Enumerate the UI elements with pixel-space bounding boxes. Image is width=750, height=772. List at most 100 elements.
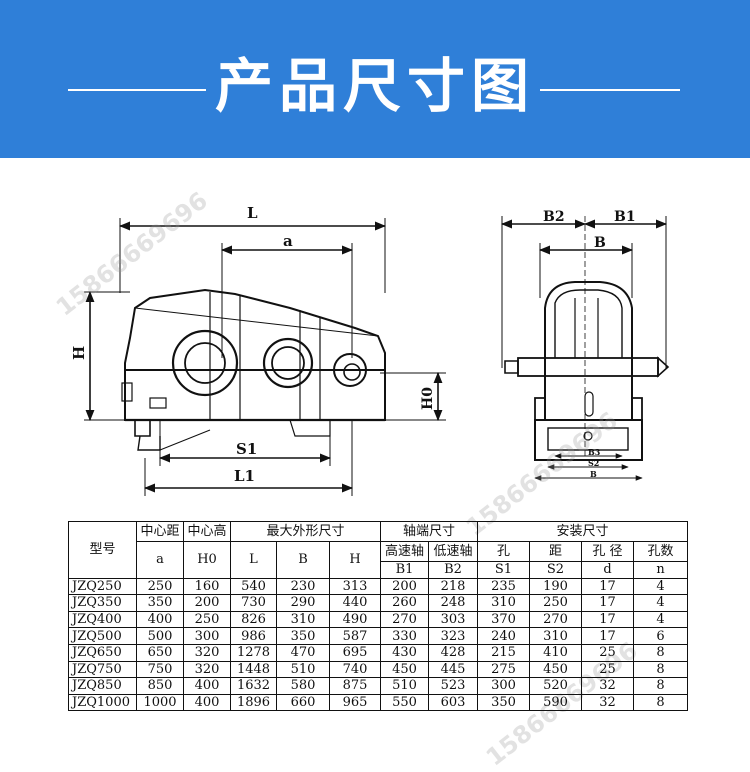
value-cell: 190 [529, 577, 582, 596]
value-cell: 160 [183, 577, 231, 596]
sym-d: d [581, 561, 634, 579]
sym-n: n [633, 561, 688, 579]
value-cell: 603 [428, 693, 478, 712]
value-cell: 330 [380, 627, 429, 645]
value-cell: 218 [428, 577, 478, 596]
header-center-distance: 中心距 [136, 521, 184, 542]
sym-a: a [136, 541, 184, 579]
value-cell: 650 [136, 643, 184, 662]
output-bearing-cap [171, 329, 239, 397]
value-cell: 510 [380, 677, 429, 695]
value-cell: 450 [380, 660, 429, 679]
value-cell: 250 [529, 594, 582, 612]
sym-H: H [329, 541, 381, 579]
value-cell: 25 [581, 643, 634, 662]
value-cell: 6 [633, 627, 688, 645]
value-cell: 17 [581, 610, 634, 629]
value-cell: 200 [183, 594, 231, 612]
value-cell: 270 [380, 610, 429, 629]
side-view [500, 216, 670, 481]
value-cell: 32 [581, 677, 634, 695]
side-view-labels: B2 B1 B B3 S2 B [543, 209, 636, 479]
value-cell: 370 [477, 610, 530, 629]
value-cell: 310 [276, 610, 330, 629]
value-cell: 248 [428, 594, 478, 612]
value-cell: 400 [136, 610, 184, 629]
value-cell: 300 [183, 627, 231, 645]
value-cell: 850 [136, 677, 184, 695]
header-high-speed: 高速轴 [380, 541, 429, 562]
label-S1: S1 [236, 440, 257, 458]
value-cell: 303 [428, 610, 478, 629]
value-cell: 1278 [230, 643, 277, 662]
model-cell: JZQ350 [68, 594, 137, 612]
label-B: B [594, 235, 606, 251]
value-cell: 350 [276, 627, 330, 645]
header-hole-count: 孔数 [633, 541, 688, 562]
label-L: L [247, 204, 258, 222]
value-cell: 350 [136, 594, 184, 612]
label-B-small: B [590, 469, 597, 479]
header-hole-dia: 孔 径 [581, 541, 634, 562]
value-cell: 25 [581, 660, 634, 679]
housing-outline [124, 288, 386, 421]
front-view-labels: L a H H0 S1 L1 [70, 204, 436, 485]
value-cell: 540 [230, 577, 277, 596]
sym-S2: S2 [529, 561, 582, 579]
front-view [84, 218, 446, 496]
middle-bearing-cap [262, 337, 314, 389]
value-cell: 1448 [230, 660, 277, 679]
value-cell: 32 [581, 693, 634, 712]
value-cell: 4 [633, 577, 688, 596]
value-cell: 313 [329, 577, 381, 596]
model-cell: JZQ650 [68, 643, 137, 662]
value-cell: 660 [276, 693, 330, 712]
header-install: 安装尺寸 [477, 521, 688, 542]
value-cell: 500 [136, 627, 184, 645]
header-low-speed: 低速轴 [428, 541, 478, 562]
side-housing [544, 281, 633, 420]
model-cell: JZQ400 [68, 610, 137, 629]
value-cell: 250 [136, 577, 184, 596]
banner-title: 产品尺寸图 [214, 52, 535, 120]
header-center-height: 中心高 [183, 521, 231, 542]
drawing-svg: L a H H0 S1 L1 B2 [70, 204, 670, 496]
header-max-dims: 最大外形尺寸 [230, 521, 381, 542]
label-B1: B1 [614, 209, 636, 225]
value-cell: 470 [276, 643, 330, 662]
sym-H0: H0 [183, 541, 231, 579]
header-row-1: 型号 中心距 中心高 最大外形尺寸 轴端尺寸 安装尺寸 [68, 521, 688, 579]
model-cell: JZQ250 [68, 577, 137, 596]
value-cell: 17 [581, 627, 634, 645]
value-cell: 200 [380, 577, 429, 596]
side-shaft [517, 357, 659, 377]
header-row-2: a H0 L B H 高速轴 低速轴 孔 距 孔 径 孔数 [69, 541, 688, 579]
label-B2: B2 [543, 209, 565, 225]
value-cell: 410 [529, 643, 582, 662]
value-cell: 350 [477, 693, 530, 712]
label-S2-small: S2 [588, 458, 599, 468]
value-cell: 430 [380, 643, 429, 662]
value-cell: 550 [380, 693, 429, 712]
header-model: 型号 [68, 521, 137, 579]
banner-left-line [68, 89, 206, 91]
header-row-3: B1 B2 S1 S2 d n [69, 561, 688, 579]
label-H0: H0 [420, 387, 436, 410]
value-cell: 695 [329, 643, 381, 662]
value-cell: 590 [529, 693, 582, 712]
value-cell: 310 [529, 627, 582, 645]
header-shaft-end: 轴端尺寸 [380, 521, 478, 542]
value-cell: 450 [529, 660, 582, 679]
input-bearing-cap [333, 353, 367, 387]
value-cell: 520 [529, 677, 582, 695]
sym-B1: B1 [380, 561, 429, 579]
value-cell: 510 [276, 660, 330, 679]
value-cell: 730 [230, 594, 277, 612]
value-cell: 270 [529, 610, 582, 629]
value-cell: 323 [428, 627, 478, 645]
value-cell: 240 [477, 627, 530, 645]
sym-S1: S1 [477, 561, 530, 579]
